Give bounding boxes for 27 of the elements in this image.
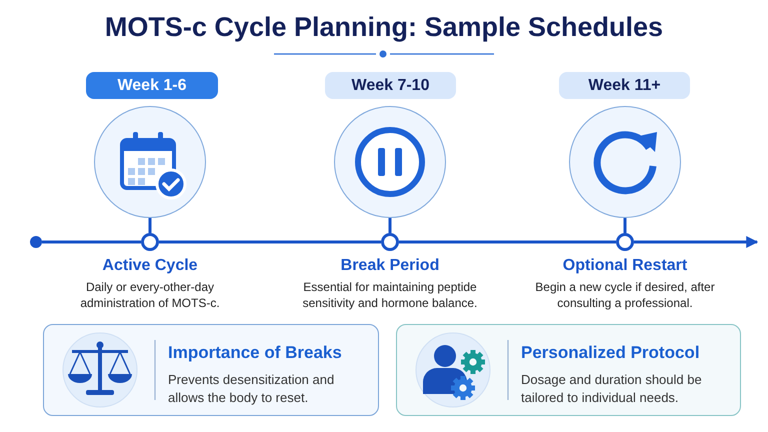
connector-line bbox=[148, 218, 152, 233]
timeline-marker bbox=[616, 233, 634, 251]
week-badge: Week 11+ bbox=[559, 72, 690, 99]
timeline-marker bbox=[141, 233, 159, 251]
connector-line bbox=[159, 240, 381, 244]
connector-line bbox=[42, 240, 141, 244]
card-heading: Importance of Breaks bbox=[168, 343, 342, 363]
connector-line bbox=[624, 218, 626, 233]
timeline-start-dot bbox=[30, 236, 42, 248]
card-heading: Personalized Protocol bbox=[521, 343, 700, 363]
timeline-marker bbox=[381, 233, 399, 251]
phase-description: Essential for maintaining peptide sensitivity and hormone balance. bbox=[302, 280, 478, 312]
phase-heading: Optional Restart bbox=[562, 257, 688, 275]
title: MOTS-c Cycle Planning: Sample Schedules bbox=[104, 12, 664, 43]
week-badge: Week 1-6 bbox=[86, 72, 218, 99]
info-card bbox=[396, 324, 741, 416]
phase-description: Begin a new cycle if desired, after consulting a professional. bbox=[534, 280, 716, 312]
phase-heading: Break Period bbox=[340, 257, 440, 275]
week-badge: Week 7-10 bbox=[325, 72, 456, 99]
phase-heading: Active Cycle bbox=[101, 257, 199, 275]
card-description: Dosage and duration should be tailored to individual needs. bbox=[521, 371, 703, 406]
connector-line bbox=[388, 218, 392, 233]
info-card bbox=[43, 324, 379, 416]
phase-description: Daily or every-other-day administration of MOTS-c. bbox=[79, 280, 221, 312]
arrow bbox=[634, 236, 758, 248]
connector-line bbox=[399, 240, 616, 244]
card-description: Prevents desensitization and allows the body to reset. bbox=[168, 371, 336, 406]
